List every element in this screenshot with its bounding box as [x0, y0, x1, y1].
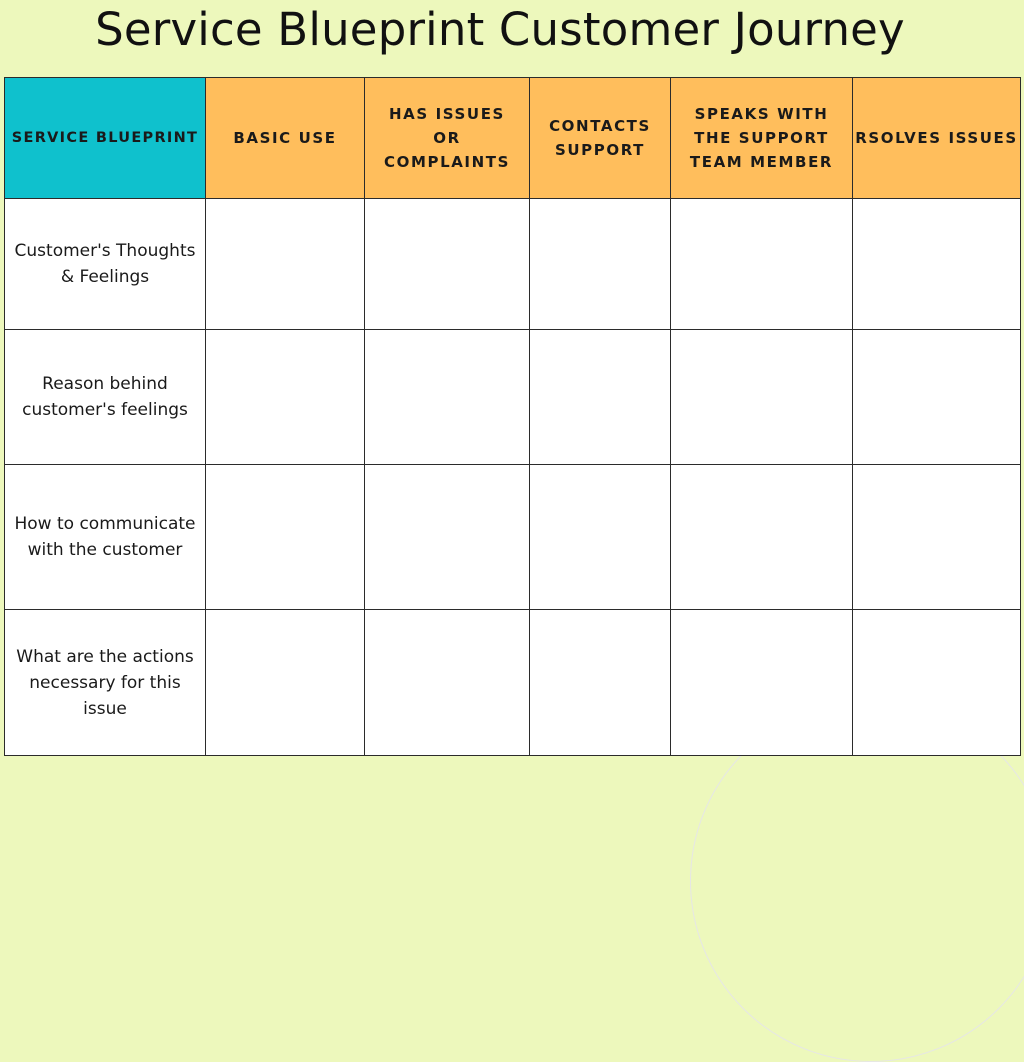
table-row: How to communicate with the customer: [4, 464, 1021, 610]
table-cell: [364, 198, 530, 330]
table-cell: [364, 464, 530, 610]
table-cell: [205, 198, 365, 330]
table-cell: [852, 329, 1021, 465]
stage-header-contacts-support: CONTACTS SUPPORT: [529, 77, 671, 199]
stage-header-resolves-issues: RSOLVES ISSUES: [852, 77, 1021, 199]
row-label-thoughts-feelings: Customer's Thoughts & Feelings: [4, 198, 206, 330]
table-cell: [670, 198, 853, 330]
table-row: What are the actions necessary for this …: [4, 609, 1021, 756]
table-cell: [529, 329, 671, 465]
table-cell: [852, 198, 1021, 330]
table-cell: [529, 198, 671, 330]
table-cell: [205, 609, 365, 756]
table-row: Customer's Thoughts & Feelings: [4, 198, 1021, 330]
row-label-actions-necessary: What are the actions necessary for this …: [4, 609, 206, 756]
stage-header-speaks-with-support: SPEAKS WITH THE SUPPORT TEAM MEMBER: [670, 77, 853, 199]
service-blueprint-table: SERVICE BLUEPRINT BASIC USE HAS ISSUES O…: [4, 77, 1021, 756]
table-cell: [364, 609, 530, 756]
stage-header-basic-use: BASIC USE: [205, 77, 365, 199]
table-cell: [852, 464, 1021, 610]
table-cell: [670, 329, 853, 465]
page-title: Service Blueprint Customer Journey: [95, 3, 905, 56]
table-cell: [529, 464, 671, 610]
table-cell: [670, 609, 853, 756]
table-row: Reason behind customer's feelings: [4, 329, 1021, 465]
table-cell: [529, 609, 671, 756]
row-label-reason-behind-feelings: Reason behind customer's feelings: [4, 329, 206, 465]
header-row: SERVICE BLUEPRINT BASIC USE HAS ISSUES O…: [4, 77, 1021, 199]
row-label-how-to-communicate: How to communicate with the customer: [4, 464, 206, 610]
table-cell: [852, 609, 1021, 756]
corner-header: SERVICE BLUEPRINT: [4, 77, 206, 199]
table-cell: [364, 329, 530, 465]
stage-header-has-issues: HAS ISSUES OR COMPLAINTS: [364, 77, 530, 199]
table-cell: [670, 464, 853, 610]
table-cell: [205, 329, 365, 465]
table-cell: [205, 464, 365, 610]
